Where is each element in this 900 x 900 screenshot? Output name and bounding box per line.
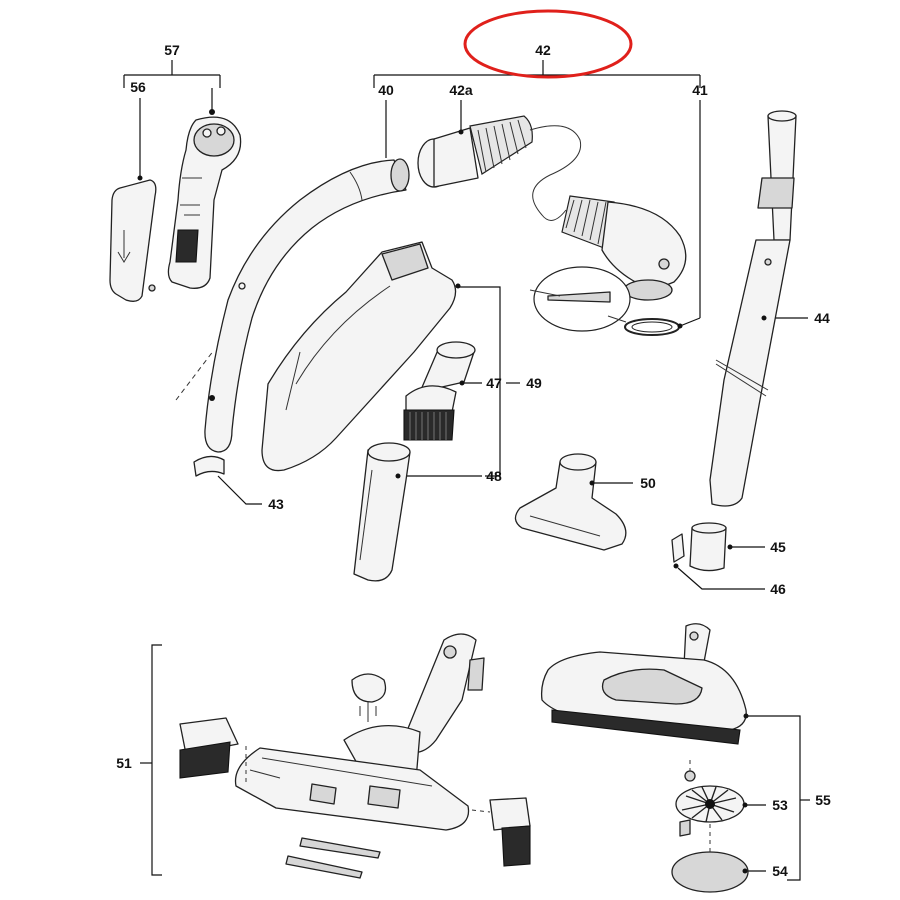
highlight-circle bbox=[463, 9, 633, 79]
part-42-swivel-elbow bbox=[561, 195, 687, 301]
label-40: 40 bbox=[378, 82, 394, 98]
bracket-57 bbox=[123, 60, 221, 88]
label-46: 46 bbox=[770, 581, 786, 597]
label-42a: 42a bbox=[449, 82, 473, 98]
part-57-handle-body bbox=[167, 109, 242, 289]
label-54: 54 bbox=[772, 863, 788, 879]
part-50-upholstery-nozzle bbox=[514, 453, 627, 551]
label-55: 55 bbox=[815, 792, 831, 808]
label-57: 57 bbox=[164, 42, 180, 58]
part-56-handle-cover bbox=[109, 175, 157, 302]
label-49: 49 bbox=[526, 375, 542, 391]
label-56: 56 bbox=[130, 79, 146, 95]
part-49-accessory-holder bbox=[261, 241, 461, 472]
part-41-seal-ring bbox=[529, 266, 683, 336]
label-45: 45 bbox=[770, 539, 786, 555]
label-53: 53 bbox=[772, 797, 788, 813]
part-42a-hose-cuff bbox=[417, 115, 533, 188]
part-45-tube-latch bbox=[689, 522, 733, 572]
bracket-42 bbox=[373, 60, 701, 88]
part-53-filter-disc bbox=[675, 785, 748, 837]
label-43: 43 bbox=[268, 496, 284, 512]
part-47-dusting-brush bbox=[403, 341, 476, 441]
label-47: 47 bbox=[486, 375, 502, 391]
label-42: 42 bbox=[535, 42, 551, 58]
label-51: 51 bbox=[116, 755, 132, 771]
leader-lines bbox=[139, 88, 810, 881]
label-50: 50 bbox=[640, 475, 656, 491]
label-41: 41 bbox=[692, 82, 708, 98]
part-46-latch-spring bbox=[671, 533, 685, 569]
hose-line bbox=[529, 125, 582, 221]
part-44-telescopic-tube bbox=[709, 110, 797, 507]
part-54-felt-pad bbox=[671, 824, 749, 893]
part-40-curved-tube bbox=[175, 158, 410, 453]
part-43-clip bbox=[193, 455, 225, 477]
label-44: 44 bbox=[814, 310, 830, 326]
part-48-crevice-tool bbox=[353, 442, 411, 582]
part-55-hard-floor-nozzle bbox=[540, 623, 749, 782]
part-51-floor-nozzle bbox=[179, 633, 531, 879]
